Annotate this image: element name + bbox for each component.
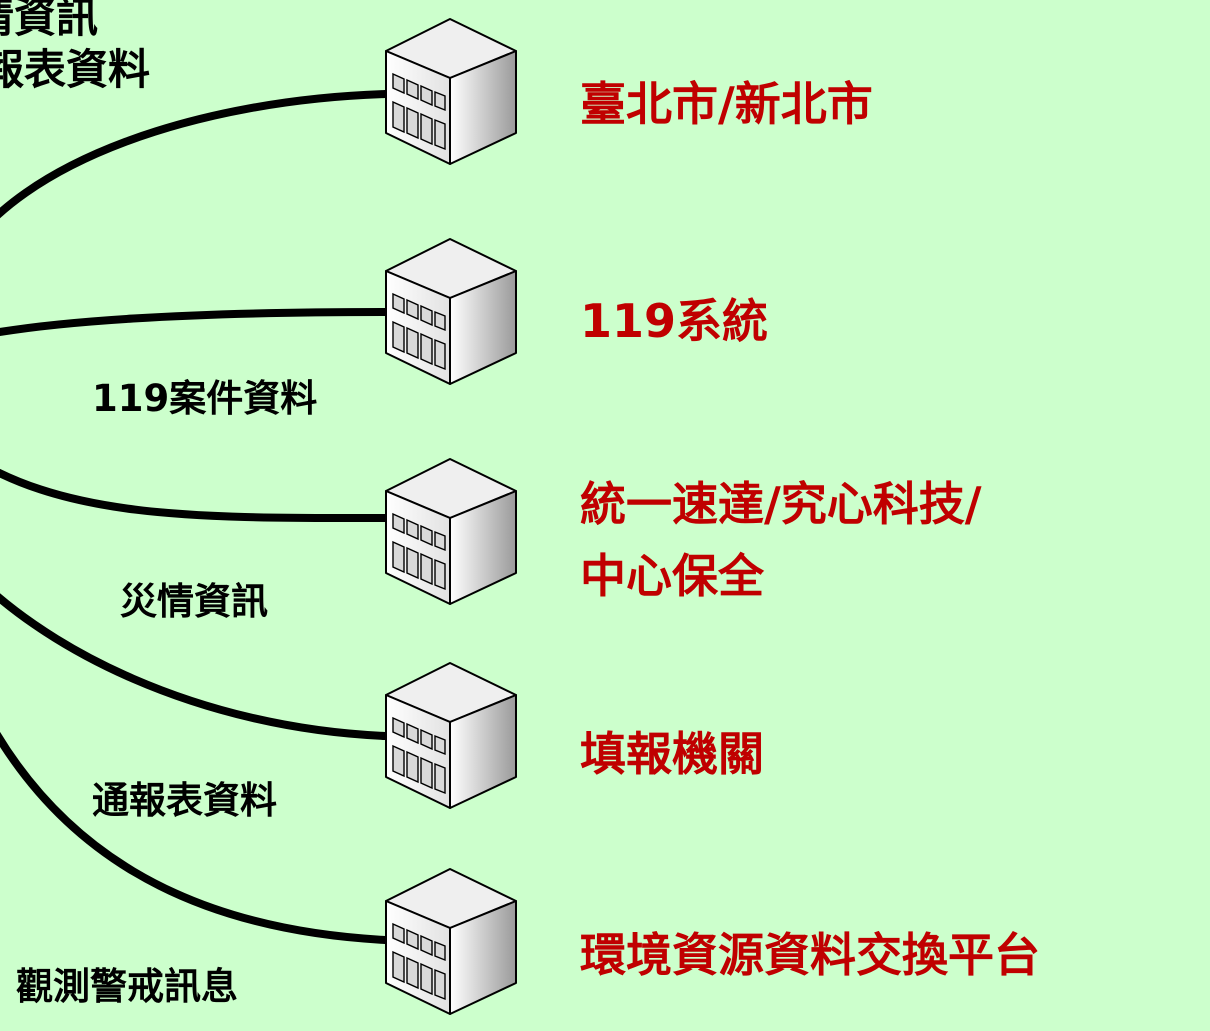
building-icon — [384, 457, 518, 606]
org-119-system: 119系統 — [580, 294, 769, 348]
org-reporting-agencies: 填報機關 — [580, 727, 764, 781]
top-label-line1: 情資訊 — [0, 0, 99, 42]
building-icon — [384, 17, 518, 166]
org-delivery-security-line2: 中心保全 — [580, 549, 764, 603]
org-delivery-security-line1: 統一速達/究心科技/ — [580, 477, 982, 531]
org-env-data-platform: 環境資源資料交換平台 — [580, 928, 1040, 982]
top-label-line2: 報表資料 — [0, 45, 151, 94]
connector-line — [0, 593, 389, 740]
building-icon — [384, 237, 518, 386]
connection-label-119: 119案件資料 — [92, 377, 318, 420]
building-icon — [384, 867, 518, 1016]
connector-line — [0, 90, 389, 219]
connection-label-disaster: 災情資訊 — [120, 580, 268, 623]
connection-label-report: 通報表資料 — [92, 779, 277, 822]
building-icon — [384, 661, 518, 810]
connector-line — [0, 308, 389, 337]
connection-label-warning: 觀測警戒訊息 — [16, 965, 238, 1008]
connector-line — [0, 468, 389, 523]
connector-line — [0, 731, 389, 944]
org-taipei: 臺北市/新北市 — [580, 77, 873, 131]
